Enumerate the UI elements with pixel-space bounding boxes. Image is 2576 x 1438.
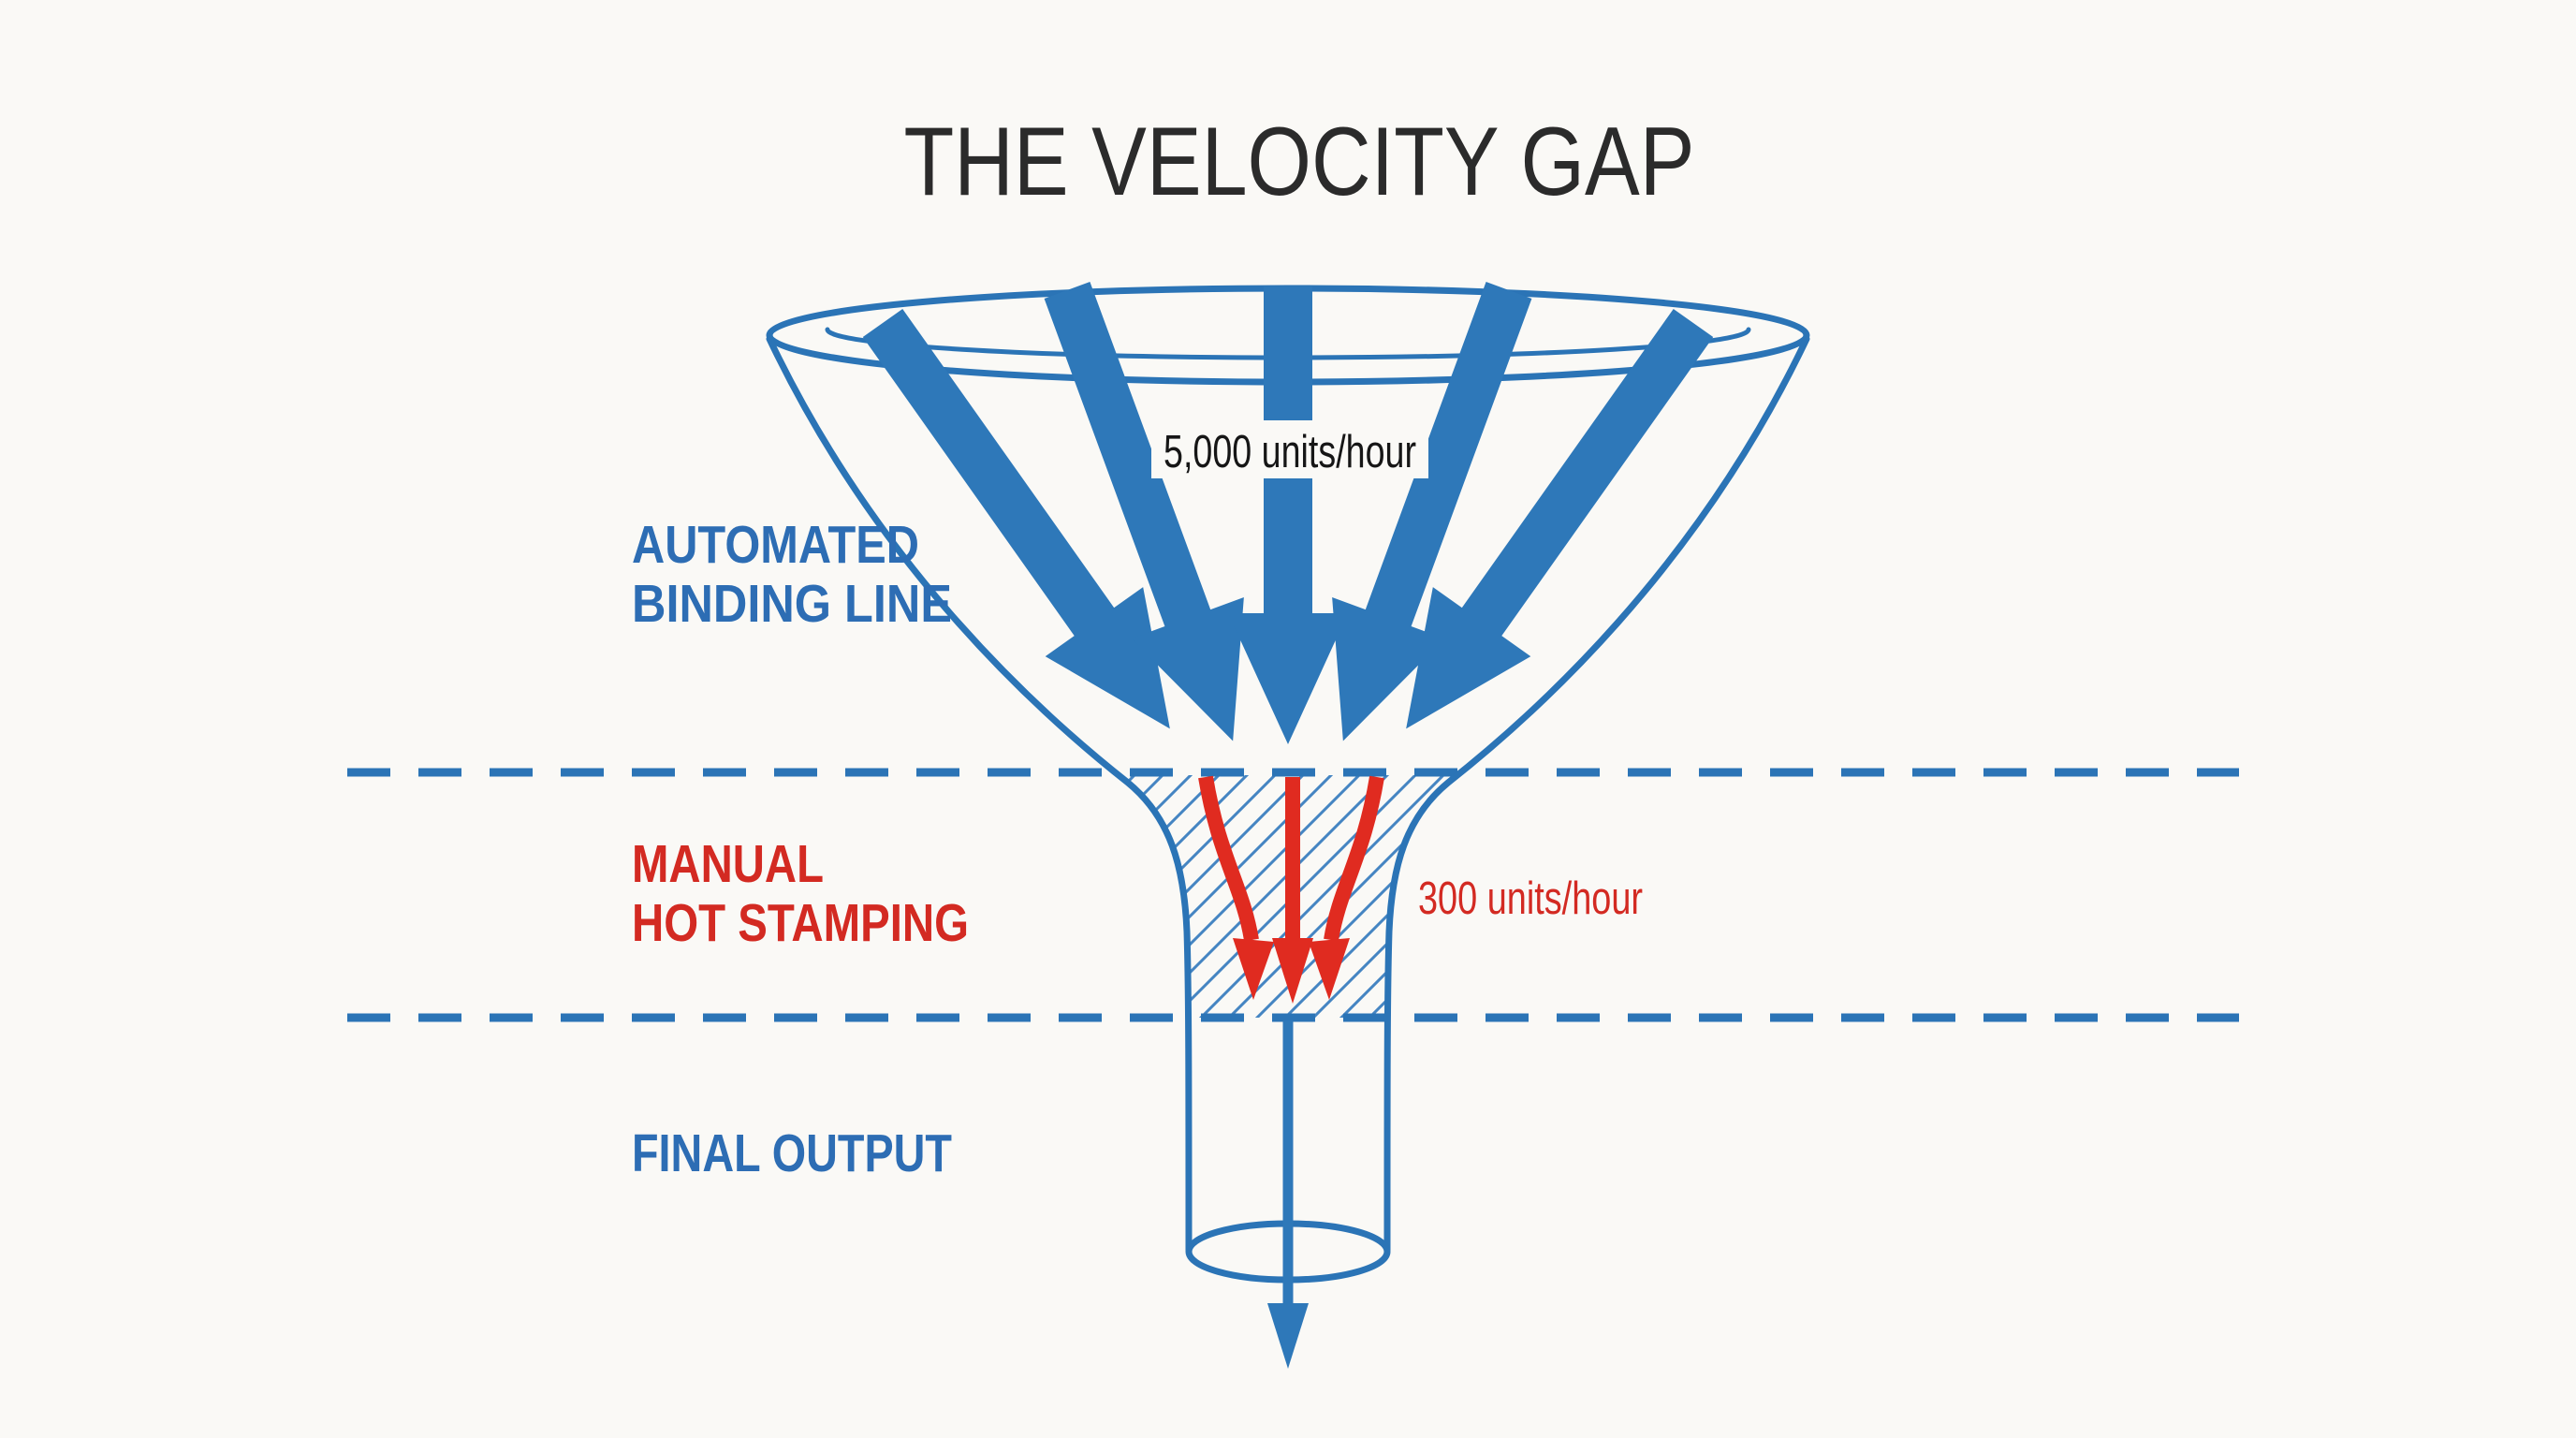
output-arrow-icon [1267, 1020, 1309, 1369]
input-arrow-outer-right-icon [1406, 308, 1714, 729]
input-arrow-inner-right-icon [1332, 282, 1532, 741]
input-arrow-inner-left-icon [1044, 282, 1244, 741]
input-flow-arrows-icon [862, 282, 1714, 744]
page-title: THE VELOCITY GAP [904, 108, 1695, 216]
manual-stage-label-line1: MANUAL [632, 834, 824, 894]
bottleneck-arrow-center-head-icon [1272, 938, 1313, 1004]
bottleneck-arrows-icon [1198, 775, 1384, 1004]
bottleneck-arrow-right-shaft [1324, 775, 1384, 942]
stage-labels: AUTOMATED BINDING LINE MANUAL HOT STAMPI… [632, 515, 969, 1183]
funnel-right-wall [1383, 335, 1810, 1254]
funnel-left-wall [766, 335, 1193, 1254]
bottleneck-arrow-left-shaft [1198, 775, 1259, 942]
final-output-label: FINAL OUTPUT [632, 1123, 952, 1183]
input-arrow-outer-left-icon [862, 308, 1170, 729]
automated-stage-label-line2: BINDING LINE [632, 574, 952, 634]
input-rate-label-mask [1151, 420, 1428, 478]
automated-stage-label-line1: AUTOMATED [632, 515, 919, 575]
bottleneck-arrow-right-head-icon [1309, 938, 1350, 1000]
output-arrow-head-icon [1267, 1303, 1309, 1369]
input-rate-value: 5,000 units/hour [1164, 427, 1416, 477]
bottleneck-rate-value: 300 units/hour [1418, 873, 1643, 924]
bottleneck-arrow-left-head-icon [1233, 938, 1274, 1000]
manual-stage-label-line2: HOT STAMPING [632, 893, 969, 953]
input-arrow-center-icon [1228, 286, 1348, 744]
